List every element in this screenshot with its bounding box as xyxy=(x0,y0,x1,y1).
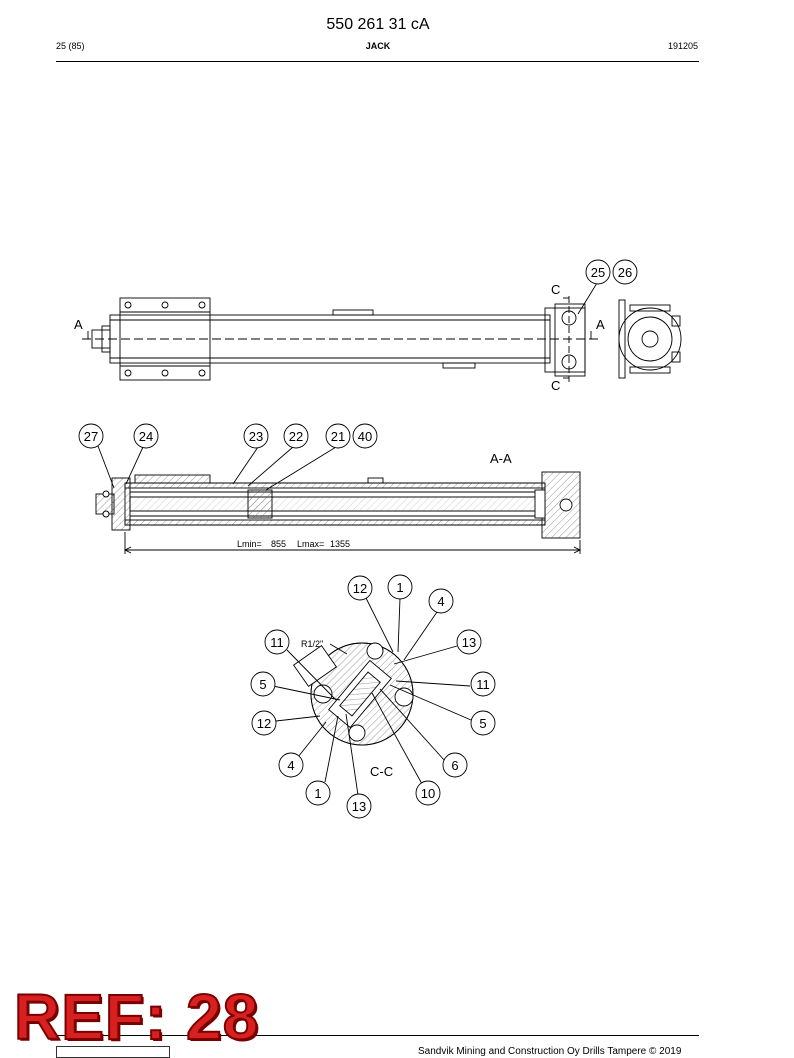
document-number: 550 261 31 cA xyxy=(326,16,430,33)
balloon xyxy=(470,710,496,736)
lmax-label: Lmax= xyxy=(297,539,324,549)
balloon xyxy=(250,671,276,697)
balloon-label: 23 xyxy=(249,429,263,444)
balloon-label: 22 xyxy=(289,429,303,444)
balloon xyxy=(305,780,331,806)
balloon-label: 13 xyxy=(352,799,366,814)
balloon-label: 25 xyxy=(591,265,605,280)
balloon xyxy=(387,574,413,600)
balloon xyxy=(283,423,309,449)
balloon-label: 6 xyxy=(451,758,458,773)
balloon xyxy=(325,423,351,449)
balloon xyxy=(78,423,104,449)
balloon-label: 5 xyxy=(479,716,486,731)
ref-stamp: REF: 28 xyxy=(13,981,260,1053)
balloon-label: 1 xyxy=(314,786,321,801)
balloon xyxy=(251,710,277,736)
section-cc: C-C R1/2" 12 1 4 11 13 5 11 12 xyxy=(250,574,496,819)
end-view xyxy=(618,299,682,379)
section-cc-title: C-C xyxy=(370,764,393,779)
document-date: 191205 xyxy=(667,41,698,51)
balloon xyxy=(347,575,373,601)
balloon-label: 5 xyxy=(259,677,266,692)
balloon xyxy=(243,423,269,449)
balloon-label: 26 xyxy=(618,265,632,280)
balloon xyxy=(346,793,372,819)
lmin-label: Lmin= xyxy=(237,539,262,549)
balloon xyxy=(352,423,378,449)
balloon-label: 4 xyxy=(287,758,294,773)
balloon xyxy=(585,259,611,285)
balloon xyxy=(415,780,441,806)
footer-copyright: Sandvik Mining and Construction Oy Drill… xyxy=(418,1046,682,1057)
balloon-label: 1 xyxy=(396,580,403,595)
section-aa: A-A Lmin= 855 Lmax= 1355 xyxy=(78,423,582,554)
balloon xyxy=(428,588,454,614)
balloon-label: 4 xyxy=(437,594,444,609)
balloon-label: 12 xyxy=(353,581,367,596)
balloon xyxy=(133,423,159,449)
balloon xyxy=(456,629,482,655)
balloon-label: 24 xyxy=(139,429,153,444)
lmax-value: 1355 xyxy=(330,539,350,549)
left-bracket xyxy=(119,297,211,381)
balloon xyxy=(264,629,290,655)
section-marker-c-bottom: C xyxy=(551,378,560,393)
balloon xyxy=(442,752,468,778)
balloon-label: 12 xyxy=(257,716,271,731)
balloon xyxy=(470,671,496,697)
section-marker-a-left: A xyxy=(74,317,83,332)
section-aa-title: A-A xyxy=(490,451,512,466)
balloon-label: 11 xyxy=(476,677,490,692)
page-title: JACK xyxy=(365,41,391,51)
footer-rule xyxy=(56,1035,699,1036)
thread-label: R1/2" xyxy=(301,639,323,649)
balloon-label: 27 xyxy=(84,429,98,444)
header-rule xyxy=(56,61,699,62)
balloon xyxy=(612,259,638,285)
balloon-label: 40 xyxy=(358,429,372,444)
top-view: A A C C 25 26 xyxy=(74,259,682,393)
cylinder-head xyxy=(544,307,586,373)
balloon xyxy=(278,752,304,778)
section-marker-a-right: A xyxy=(596,317,605,332)
balloon-label: 21 xyxy=(331,429,345,444)
balloon-label: 10 xyxy=(421,786,435,801)
balloon-label: 11 xyxy=(270,635,284,650)
page-number: 25 (85) xyxy=(56,41,85,51)
balloon-label: 13 xyxy=(462,635,476,650)
section-marker-c-top: C xyxy=(551,282,560,297)
lmin-value: 855 xyxy=(271,539,286,549)
